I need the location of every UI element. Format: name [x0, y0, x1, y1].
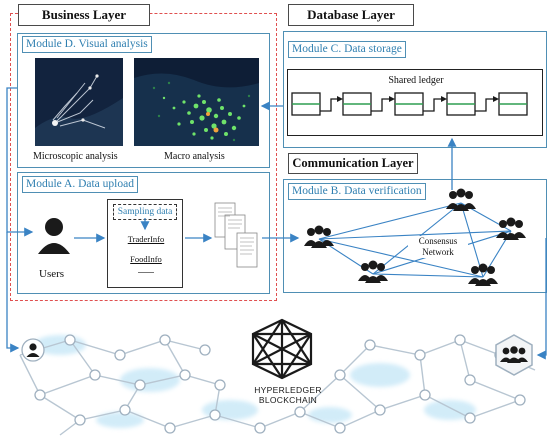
module-d-title: Module D. Visual analysis — [22, 36, 152, 53]
trader-info-field: TraderInfo — [127, 234, 165, 244]
business-layer-title: Business Layer — [18, 4, 150, 26]
macro-map-image — [134, 58, 259, 146]
network-group-node-icon — [495, 334, 533, 376]
network-label: Network — [422, 247, 454, 257]
group-icon — [304, 225, 334, 248]
form-line — [138, 272, 154, 273]
network-user-node-icon — [21, 338, 45, 362]
upload-form: Sampling data TraderInfo FoodInfo — [107, 199, 183, 288]
communication-layer-title: Communication Layer — [288, 153, 418, 174]
microscopic-map-image — [35, 58, 123, 146]
database-layer-title: Database Layer — [288, 4, 414, 26]
user-icon — [38, 218, 70, 254]
shared-ledger-label: Shared ledger — [388, 75, 444, 86]
module-b-title: Module B. Data verification — [288, 183, 426, 200]
module-a-title: Module A. Data upload — [22, 176, 138, 193]
blockchain-label: HYPERLEDGER BLOCKCHAIN — [254, 385, 322, 405]
microscopic-analysis-caption: Microscopic analysis — [33, 151, 118, 162]
blockchain-network-background — [19, 334, 536, 436]
group-icon — [496, 217, 526, 240]
group-icon — [358, 260, 388, 283]
macro-analysis-caption: Macro analysis — [164, 151, 225, 162]
consensus-network — [304, 188, 526, 286]
consensus-network-label: Consensus Network — [408, 236, 468, 258]
ledger-chain — [291, 92, 528, 116]
consensus-label: Consensus — [418, 236, 458, 246]
group-icon — [468, 263, 498, 286]
users-label: Users — [39, 268, 65, 280]
group-icon — [446, 188, 476, 211]
module-c-title: Module C. Data storage — [288, 41, 406, 58]
hyperledger-logo — [251, 318, 313, 380]
document-icon — [214, 202, 258, 268]
food-info-field: FoodInfo — [130, 254, 162, 264]
